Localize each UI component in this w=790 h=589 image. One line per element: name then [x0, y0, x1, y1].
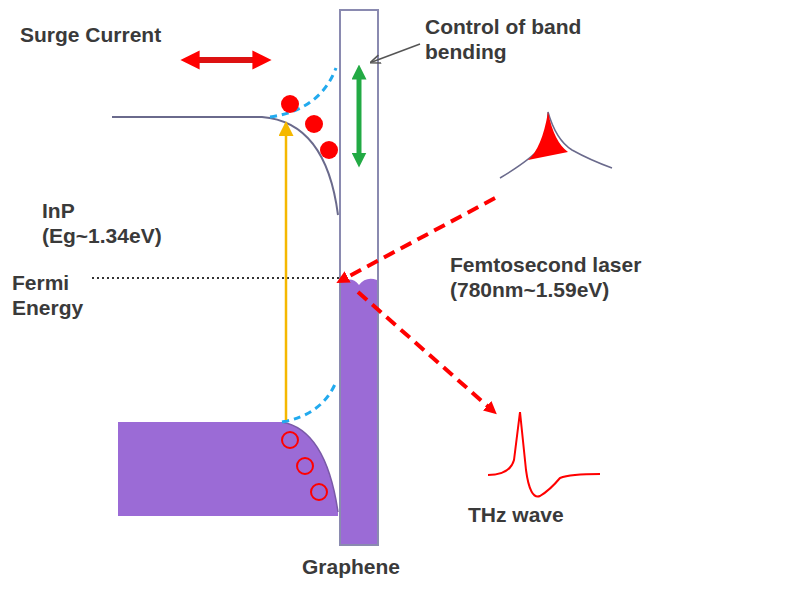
excitation-arrow [285, 124, 288, 420]
leader-line [372, 44, 420, 62]
electron [281, 95, 299, 113]
electron [305, 115, 323, 133]
valence-band [118, 422, 338, 516]
laser-pulse-fill [528, 112, 568, 160]
graphene-filled-states [341, 279, 377, 544]
conduction-band [112, 117, 338, 215]
bending-control-curve [270, 68, 336, 117]
label-text: Control of band bending [425, 14, 615, 64]
label-text: Fermi Energy [12, 270, 92, 320]
label-text: InP (Eg~1.34eV) [42, 198, 182, 248]
laser-pulse [500, 112, 612, 178]
hole [282, 432, 298, 448]
surge-current-arrow [190, 57, 262, 63]
fermi-level [92, 277, 340, 279]
label-text: THz wave [468, 502, 598, 527]
graphene-layer [340, 10, 378, 545]
bending-control-curve [282, 382, 336, 422]
label-text: Graphene [302, 554, 422, 579]
hole [311, 484, 327, 500]
label-text: Femtosecond laser (780nm~1.59eV) [450, 252, 670, 302]
label-text: Surge Current [20, 22, 200, 47]
thz-beam [358, 292, 492, 410]
band-control-arrow [357, 72, 362, 160]
hole [297, 458, 313, 474]
thz-waveform [488, 412, 600, 496]
electron [320, 141, 338, 159]
valence-band-edge [282, 422, 338, 512]
